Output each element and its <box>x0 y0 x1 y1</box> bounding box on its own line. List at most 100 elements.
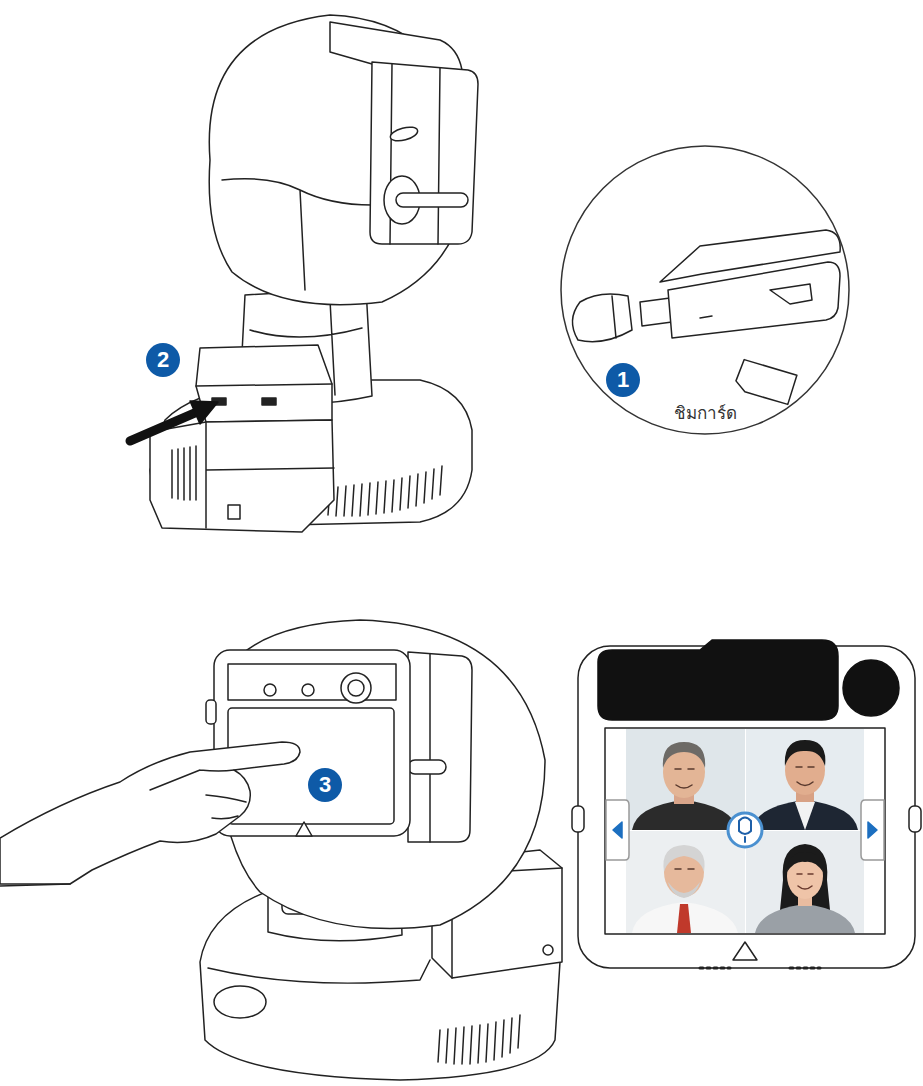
tablet-notch <box>296 822 312 836</box>
base-vents <box>328 466 442 516</box>
panel-notch <box>733 942 757 960</box>
robot-head <box>215 620 545 929</box>
person-shirt <box>795 802 815 830</box>
arrow-head <box>190 401 218 424</box>
battery-vents <box>172 446 196 500</box>
base-seam <box>208 960 430 983</box>
callout-badge <box>606 363 640 397</box>
speaker-dots <box>700 967 820 970</box>
battery-box <box>150 420 334 532</box>
person-tie <box>677 904 691 933</box>
dongle-slot <box>700 284 812 318</box>
robot-top <box>150 15 478 532</box>
detail-outline <box>561 146 849 434</box>
callout-badge <box>308 768 342 802</box>
dongle-cover <box>660 230 840 282</box>
person-hair <box>663 845 704 872</box>
battery-top <box>196 345 332 422</box>
base-vents <box>438 1015 520 1064</box>
ear-bar <box>396 193 468 207</box>
sim-detail <box>572 230 840 405</box>
panel-top-bar <box>598 640 838 720</box>
battery-latch <box>228 505 240 519</box>
dongle-cap <box>572 294 632 342</box>
tablet-lens <box>341 673 371 703</box>
person-face <box>796 767 814 786</box>
battery-port <box>262 398 276 405</box>
photo-background <box>746 831 864 933</box>
callout-number: 2 <box>157 349 169 371</box>
detail-circle: ชิมการ์ด1 <box>560 145 850 435</box>
nav-arrow <box>613 822 622 838</box>
photo-background <box>626 831 745 933</box>
sim-card <box>734 359 798 405</box>
tablet-top-bar <box>228 664 396 700</box>
head-side-box <box>370 62 478 244</box>
photo-background <box>626 729 745 830</box>
tablet-camera <box>264 684 276 696</box>
callout-badge <box>308 768 342 802</box>
person-fringe <box>787 852 823 872</box>
screen-panel <box>572 640 921 968</box>
person-body <box>632 902 738 933</box>
person-hair <box>785 740 826 766</box>
callout-number: 1 <box>617 369 629 391</box>
tablet-lens-inner <box>348 680 364 696</box>
cap-edge <box>612 296 616 338</box>
callout-badge <box>146 343 180 377</box>
usb-plug <box>640 298 672 326</box>
battery-box-edge <box>206 422 334 528</box>
side-box-edge <box>429 654 431 842</box>
callout-badge <box>146 343 180 377</box>
panel-display <box>605 728 885 934</box>
nav-tab <box>861 800 884 860</box>
robot-bottom <box>200 620 562 1080</box>
tablet-camera <box>302 684 314 696</box>
person-face <box>797 874 813 889</box>
panel-tab <box>572 806 584 832</box>
nav-arrow <box>868 822 877 838</box>
battery-latch <box>543 945 553 955</box>
base-button <box>214 986 266 1018</box>
person-face <box>675 868 694 870</box>
callout-number: 3 <box>308 768 342 802</box>
head-eye <box>389 125 419 144</box>
tablet-tab <box>206 700 216 724</box>
contact-photo <box>626 831 745 933</box>
contact-photo <box>746 831 864 933</box>
detail-outline <box>560 145 850 435</box>
contact-photo <box>626 729 745 830</box>
person-body <box>632 800 738 830</box>
hand-detail <box>150 770 246 819</box>
person-hair-back <box>780 844 830 910</box>
talk-icon <box>728 813 762 847</box>
battery-top-edge <box>196 384 332 386</box>
callout-number: 3 <box>319 774 331 796</box>
side-clip <box>408 760 446 774</box>
head-seam <box>222 179 372 290</box>
person-hair <box>663 742 705 768</box>
callout-badge <box>606 363 640 397</box>
insert-arrow <box>130 401 218 441</box>
talk-symbol <box>739 818 751 843</box>
panel-tab <box>909 806 921 832</box>
contact-photo <box>746 729 864 830</box>
nav-tab <box>606 800 629 860</box>
person-beard <box>668 882 700 898</box>
head-top-strip <box>330 22 462 70</box>
pointing-hand <box>0 742 300 886</box>
hand-outline <box>0 742 300 884</box>
person-face <box>675 769 694 788</box>
head-side-box <box>408 652 472 842</box>
person-body <box>752 800 858 830</box>
panel-camera <box>843 660 899 716</box>
arm-line <box>0 884 70 886</box>
callout-number: 1 <box>606 363 640 397</box>
callout-number: 2 <box>146 343 180 377</box>
photo-background <box>746 729 864 830</box>
arrow-shaft <box>130 412 197 441</box>
person-body <box>755 904 855 933</box>
